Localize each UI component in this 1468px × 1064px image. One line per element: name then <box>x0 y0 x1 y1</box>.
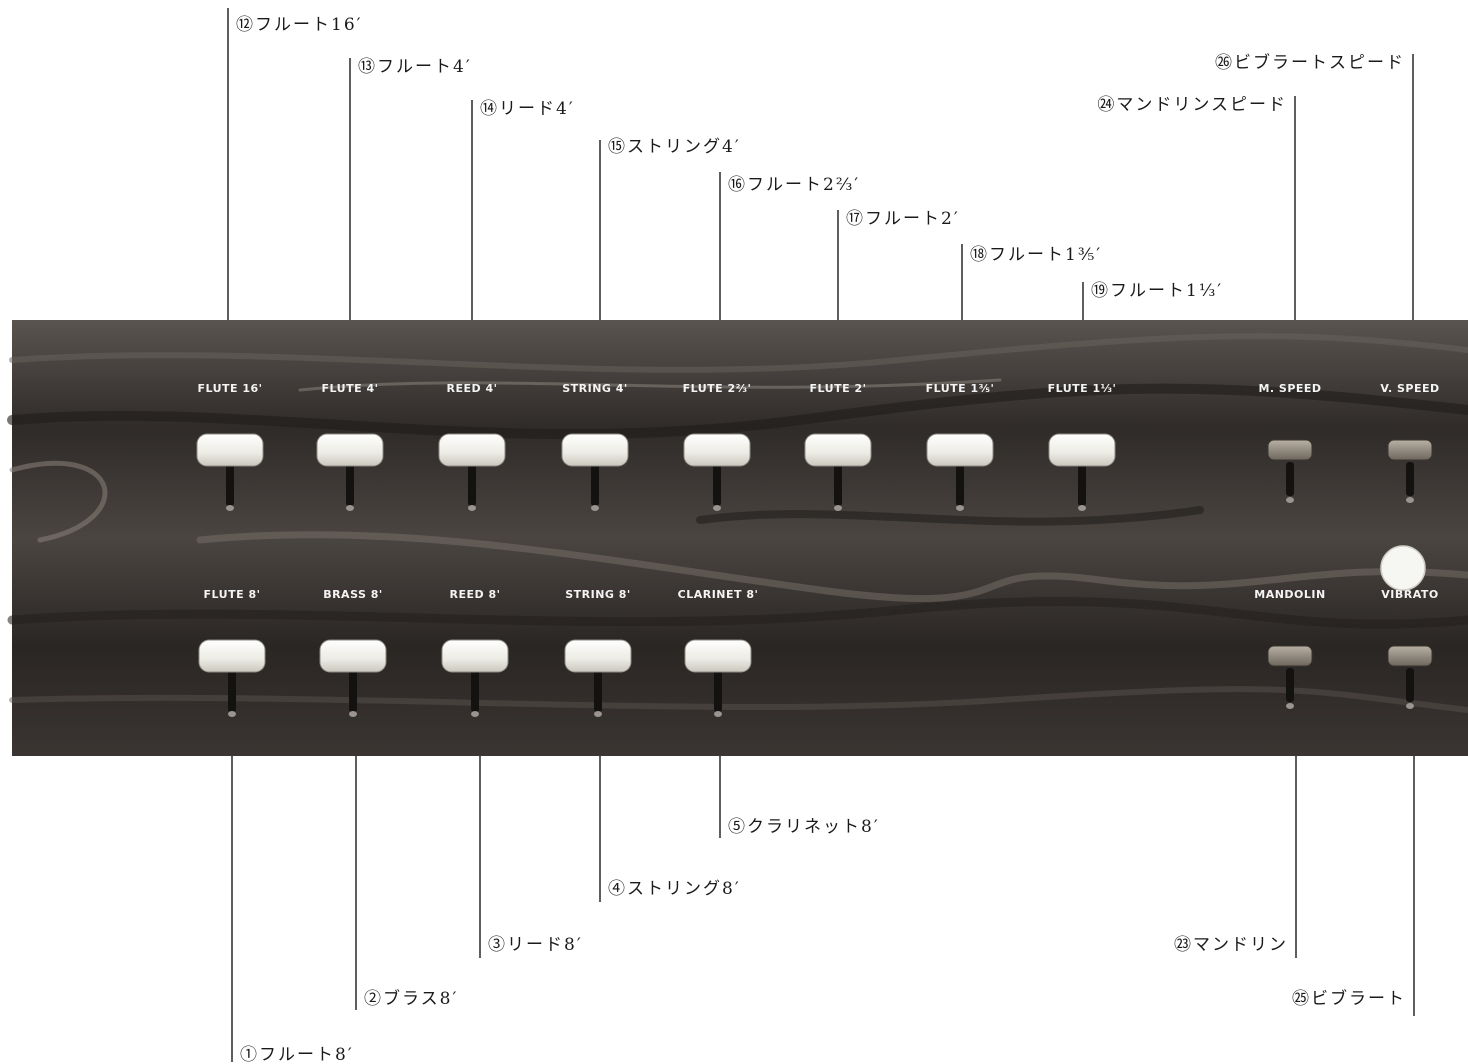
tab-stem <box>346 462 354 506</box>
tab-stem-tip <box>591 505 599 511</box>
tab-cap <box>199 640 265 672</box>
tab-stem <box>471 668 479 712</box>
callout-bottom-2: ③リード8′ <box>488 935 583 955</box>
tab-stem <box>228 668 236 712</box>
callout-top-0: ⑫フルート16′ <box>236 15 363 35</box>
tab-stem-tip <box>228 711 236 717</box>
tab-stem-tip <box>468 505 476 511</box>
callout-bottom-0: ⑤クラリネット8′ <box>728 817 880 837</box>
stop-panel: FLUTE 16' FLUTE 4' REED 4' STRING 4' FLUTE 2… <box>12 320 1468 756</box>
stop-label: CLARINET 8' <box>678 588 759 601</box>
stop-label: FLUTE 8' <box>204 588 261 601</box>
tab-cap <box>685 640 751 672</box>
tab-stem <box>468 462 476 506</box>
tab-stem <box>1078 462 1086 506</box>
tab-stem-tip <box>594 711 602 717</box>
stop-label: M. SPEED <box>1258 382 1321 395</box>
tab-stem-tip <box>226 505 234 511</box>
tab-cap <box>1388 440 1432 460</box>
callout-bottom-6: ①フルート8′ <box>240 1045 354 1064</box>
callout-top-3: ⑮ストリング4′ <box>608 137 741 157</box>
tab-cap <box>1268 440 1312 460</box>
tab-cap <box>684 434 750 466</box>
stop-label: V. SPEED <box>1380 382 1439 395</box>
tab-stem <box>349 668 357 712</box>
tab-cap <box>1388 646 1432 666</box>
stop-label: FLUTE 16' <box>197 382 262 395</box>
tab-stem <box>591 462 599 506</box>
tab-stem <box>834 462 842 506</box>
tab-stem-tip <box>1286 497 1294 503</box>
tab-stem <box>1406 462 1414 496</box>
tab-cap <box>927 434 993 466</box>
stop-label: VIBRATO <box>1381 588 1438 601</box>
tab-stem <box>714 668 722 712</box>
stop-label: FLUTE 2' <box>810 382 867 395</box>
stop-label: FLUTE 1⅗' <box>926 382 995 395</box>
tab-cap <box>320 640 386 672</box>
callout-bottom-4: ②ブラス8′ <box>364 988 458 1009</box>
tab-stem <box>1286 668 1294 702</box>
tab-stem-tip <box>1406 497 1414 503</box>
stop-label: FLUTE 2⅔' <box>683 382 752 395</box>
tab-cap <box>317 434 383 466</box>
tab-stem-tip <box>1078 505 1086 511</box>
stop-label: STRING 4' <box>562 382 628 395</box>
tab-cap <box>565 640 631 672</box>
tab-stem-tip <box>471 711 479 717</box>
tab-stem-tip <box>956 505 964 511</box>
callout-bottom-5: ㉕ビブラート <box>1292 988 1406 1009</box>
tab-stem <box>713 462 721 506</box>
tab-stem-tip <box>349 711 357 717</box>
stop-label: BRASS 8' <box>323 588 383 601</box>
callout-bottom-3: ㉓マンドリン <box>1174 935 1288 955</box>
tab-stem <box>594 668 602 712</box>
tab-cap <box>805 434 871 466</box>
callout-top-2: ⑭リード4′ <box>480 99 575 119</box>
tab-stem <box>956 462 964 506</box>
tab-cap <box>562 434 628 466</box>
callout-top-9: ㉔マンドリンスピード <box>1097 95 1287 115</box>
tab-stem-tip <box>346 505 354 511</box>
callout-top-1: ⑬フルート4′ <box>358 57 472 77</box>
callout-top-8: ㉖ビブラートスピード <box>1215 52 1405 73</box>
tab-stem <box>226 462 234 506</box>
tab-stem <box>1406 668 1414 702</box>
callout-top-7: ⑲フルート1⅓′ <box>1091 281 1223 301</box>
tab-stem-tip <box>1406 703 1414 709</box>
tab-stem-tip <box>713 505 721 511</box>
tab-cap <box>197 434 263 466</box>
vibrato-knob[interactable] <box>1381 546 1425 590</box>
stop-label: STRING 8' <box>565 588 631 601</box>
callout-top-4: ⑯フルート2⅔′ <box>728 175 860 195</box>
tab-cap <box>1049 434 1115 466</box>
tab-stem-tip <box>1286 703 1294 709</box>
callout-top-6: ⑱フルート1⅗′ <box>970 245 1102 265</box>
tab-cap <box>439 434 505 466</box>
callout-bottom-1: ④ストリング8′ <box>608 879 741 899</box>
stop-label: REED 4' <box>447 382 498 395</box>
stop-label: FLUTE 4' <box>322 382 379 395</box>
tab-stem <box>1286 462 1294 496</box>
stop-label: MANDOLIN <box>1254 588 1325 601</box>
stop-label: FLUTE 1⅓' <box>1048 382 1117 395</box>
tab-stem-tip <box>714 711 722 717</box>
tab-cap <box>1268 646 1312 666</box>
tab-stem-tip <box>834 505 842 511</box>
callout-top-5: ⑰フルート2′ <box>846 209 960 229</box>
tab-cap <box>442 640 508 672</box>
stop-label: REED 8' <box>450 588 501 601</box>
